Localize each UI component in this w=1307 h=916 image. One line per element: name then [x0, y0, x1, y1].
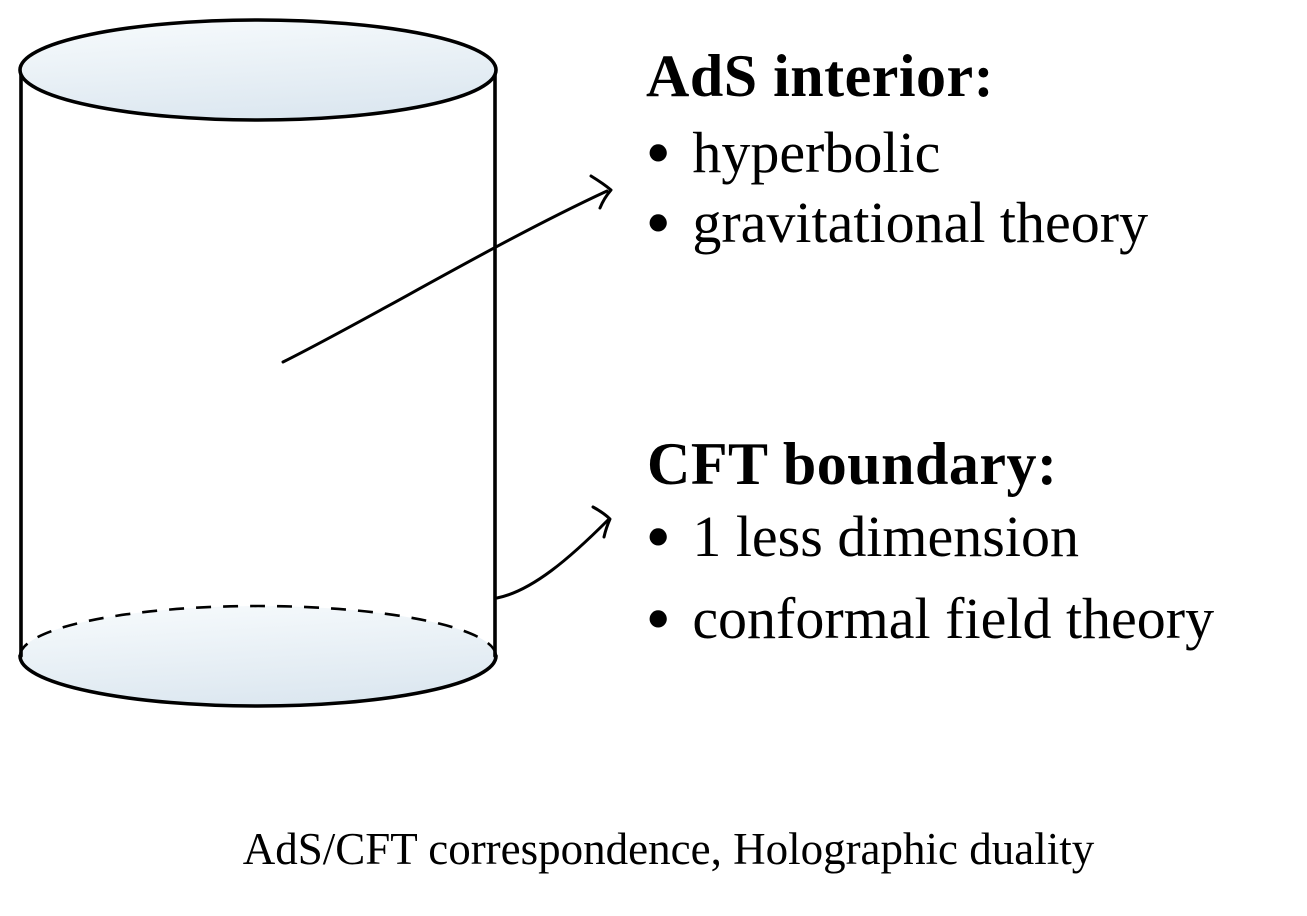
list-item-label: gravitational theory [692, 190, 1149, 255]
bullet-icon: • [645, 111, 671, 193]
cylinder-top-face [18, 18, 498, 122]
list-item: • 1 less dimension [645, 496, 1214, 578]
list-item-label: 1 less dimension [692, 504, 1079, 569]
cylinder-bottom-back-edge [18, 604, 498, 657]
bullet-icon: • [645, 577, 671, 659]
cft-boundary-title: CFT boundary: [647, 431, 1058, 497]
list-item-label: conformal field theory [692, 586, 1215, 651]
figure-caption: AdS/CFT correspondence, Holographic dual… [242, 824, 1095, 874]
cft-boundary-list: • 1 less dimension • conformal field theor… [645, 496, 1215, 660]
ads-interior-list: • hyperbolic • gravitational theory [645, 112, 1149, 263]
cylinder-bottom-face [20, 606, 496, 706]
list-item-label: hyperbolic [692, 120, 941, 185]
ads-interior-arrowhead-icon [589, 174, 613, 210]
list-item: • gravitational theory [645, 182, 1149, 263]
list-item: • hyperbolic [645, 112, 1148, 193]
ads-interior-arrow [281, 189, 609, 364]
cft-boundary-arrowhead-icon [591, 505, 612, 539]
list-item: • conformal field theory [645, 578, 1215, 660]
cft-boundary-arrow [495, 518, 610, 600]
ads-interior-title: AdS interior: [646, 43, 995, 109]
bullet-icon: • [645, 181, 671, 263]
bullet-icon: • [645, 495, 671, 577]
cylinder-bottom-front-edge [18, 654, 498, 708]
